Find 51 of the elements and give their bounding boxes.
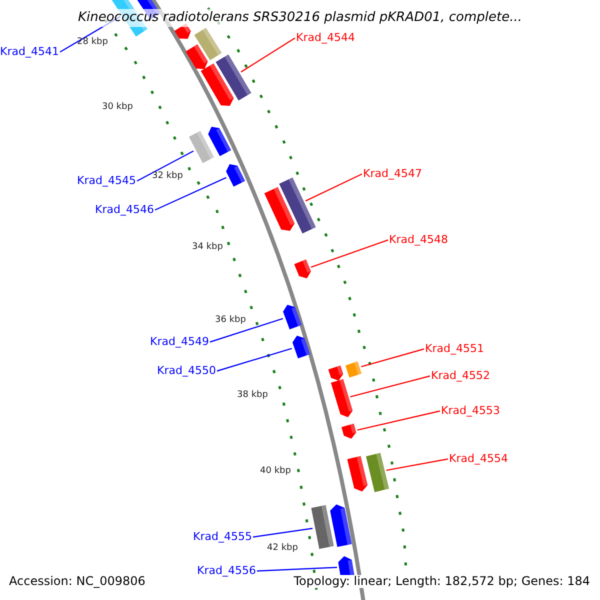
gene-block	[344, 360, 362, 378]
scale-label: 42 kbp	[267, 542, 298, 555]
gene-feature	[280, 302, 302, 330]
gene-label: Krad_4545	[77, 174, 136, 187]
leader-line	[136, 150, 194, 182]
leader-line	[252, 528, 313, 538]
scale-label: 30 kbp	[102, 101, 133, 114]
gene-feature	[340, 424, 358, 440]
gene-block	[365, 452, 389, 492]
leader-line	[210, 318, 284, 343]
scale-label: 40 kbp	[260, 465, 291, 478]
gene-feature	[328, 365, 344, 383]
accession-text: Accession: NC_009806	[9, 575, 146, 588]
gene-label: Krad_4549	[150, 335, 209, 348]
gene-block	[188, 130, 214, 164]
gene-label: Krad_4544	[296, 31, 355, 44]
gene-feature	[328, 502, 352, 548]
leader-line	[305, 173, 362, 202]
gene-label: Krad_4546	[95, 203, 154, 216]
gene-label: Krad_4550	[157, 364, 216, 377]
leader-line	[361, 348, 424, 368]
gene-block	[278, 176, 316, 234]
gene-block	[215, 54, 251, 100]
gene-block	[194, 28, 222, 60]
leader-line	[256, 566, 338, 572]
leader-line	[357, 410, 440, 431]
gene-feature	[294, 259, 312, 281]
gene-label: Krad_4551	[425, 342, 484, 355]
leader-line	[154, 176, 227, 211]
leader-line	[386, 458, 448, 471]
scale-label: 38 kbp	[237, 389, 268, 402]
gene-label: Krad_4556	[197, 564, 256, 577]
gene-label: Krad_4555	[193, 530, 252, 543]
leader-line	[216, 348, 292, 372]
gene-label: Krad_4548	[389, 233, 448, 246]
scale-label: 28 kbp	[77, 36, 108, 49]
scale-label: 36 kbp	[215, 314, 246, 327]
gene-feature	[264, 186, 296, 234]
leader-line	[240, 38, 296, 72]
leader-line	[310, 239, 388, 268]
scale-label: 32 kbp	[152, 170, 183, 183]
scale-label: 34 kbp	[192, 241, 223, 254]
leader-line	[350, 375, 430, 398]
gene-label: Krad_4547	[363, 167, 422, 180]
gene-label: Krad_4554	[449, 452, 508, 465]
gene-feature	[290, 333, 310, 359]
gene-label: Krad_4541	[0, 45, 59, 58]
gene-feature	[347, 455, 369, 493]
gene-label: Krad_4553	[441, 404, 500, 417]
gene-block	[310, 504, 334, 550]
gene-label: Krad_4552	[431, 369, 490, 382]
